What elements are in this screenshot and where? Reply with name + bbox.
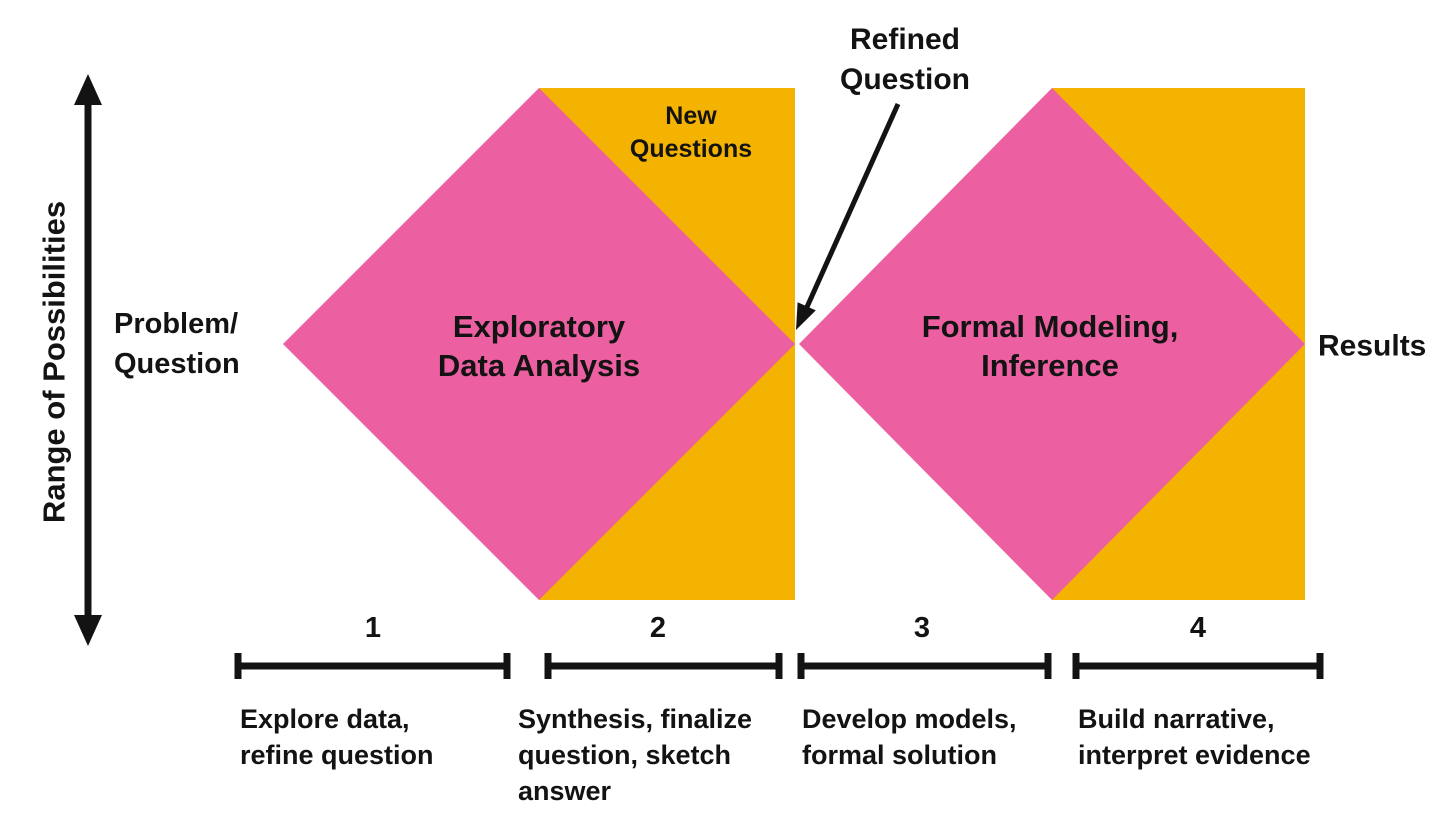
range-axis-double-arrow-icon [74, 74, 102, 646]
phase-bracket-3 [797, 653, 1052, 679]
diamond-exploratory [283, 88, 795, 600]
new-questions-callout: New Questions [629, 102, 753, 163]
phase-bracket-1 [234, 653, 511, 679]
phase-description-2: Synthesis, finalize question, sketch ans… [518, 704, 753, 806]
phase-number-1: 1 [364, 612, 382, 644]
phase-number-2: 2 [649, 612, 667, 644]
problem-question-label: Problem/ Question [114, 308, 240, 380]
range-of-possibilities-axis-label: Range of Possibilities [36, 200, 72, 524]
refined-question-callout: Refined Question [839, 23, 971, 96]
results-label: Results [1318, 329, 1427, 363]
phase-bracket-2 [544, 653, 783, 679]
phase-description-1: Explore data, refine question [240, 704, 434, 770]
exploratory-data-analysis-label: Exploratory Data Analysis [437, 309, 641, 383]
phase-description-3: Develop models, formal solution [802, 704, 1017, 770]
phase-number-4: 4 [1189, 612, 1207, 644]
formal-modeling-inference-label: Formal Modeling, Inference [921, 309, 1179, 383]
diamond-formal-modeling [799, 88, 1305, 600]
phase-description-4: Build narrative, interpret evidence [1078, 704, 1311, 770]
phase-number-3: 3 [913, 612, 931, 644]
phase-bracket-4 [1072, 653, 1324, 679]
refined-question-arrow-icon [796, 102, 901, 330]
